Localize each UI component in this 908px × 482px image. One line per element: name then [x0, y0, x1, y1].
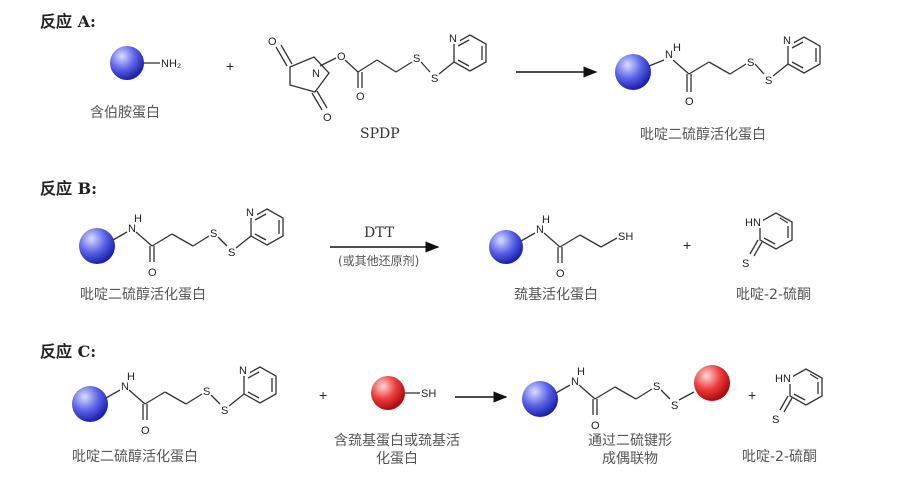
atom-hn: HN: [775, 373, 791, 385]
atom-s: S: [742, 258, 749, 270]
protein-sphere-blue: [72, 386, 108, 422]
protein-sphere-red: [371, 376, 405, 410]
product-a-structure: N H O S S N: [615, 33, 821, 108]
atom-h: H: [127, 371, 135, 383]
atom-hn: HN: [745, 217, 761, 229]
atom-n: N: [246, 207, 254, 219]
atom-s: S: [765, 75, 772, 87]
reactant-c1-structure: N H O S S N: [72, 363, 277, 437]
atom-s: S: [221, 405, 228, 417]
reaction-b: N H O S S N N H: [79, 205, 793, 280]
protein-sphere-blue: [110, 46, 144, 80]
atom-h: H: [134, 213, 142, 225]
protein-sphere-blue: [615, 54, 651, 90]
atom-h: H: [577, 366, 585, 378]
label-conjugate-line2: 成偶联物: [602, 451, 658, 467]
atom-n: N: [783, 35, 791, 47]
atom-s: S: [653, 381, 660, 393]
reaction-a-header: 反应 A:: [40, 12, 96, 31]
conjugate-structure: N H O S S: [522, 365, 730, 432]
protein-sphere-blue: [522, 381, 558, 417]
atom-o: O: [337, 51, 346, 63]
atom-n: N: [121, 381, 129, 393]
atom-s: S: [772, 414, 779, 426]
label-conjugate-line1: 通过二硫键形: [588, 433, 672, 449]
atom-o: O: [685, 96, 694, 108]
label-byproduct-b: 吡啶-2-硫酮: [736, 287, 812, 303]
atom-h: H: [542, 214, 550, 226]
protein-sphere-red: [694, 365, 730, 401]
plus-sign: +: [748, 387, 756, 403]
atom-o: O: [556, 268, 565, 280]
atom-s: S: [747, 57, 754, 69]
pyridinethione-structure: HN S: [772, 368, 823, 426]
label-product-b: 巯基活化蛋白: [514, 287, 598, 303]
spdp-structure: O O N O O S S N: [268, 31, 487, 124]
product-b-structure: N H O SH: [489, 214, 633, 280]
label-dtt: DTT: [364, 225, 395, 241]
atom-n: N: [312, 68, 320, 80]
thiol-protein-structure: SH: [371, 376, 436, 410]
atom-o: O: [323, 112, 332, 124]
atom-s: S: [228, 247, 235, 259]
pyridinethione-structure: HN S: [742, 212, 793, 270]
label-reactant-c1: 吡啶二硫醇活化蛋白: [72, 449, 198, 465]
plus-sign: +: [226, 58, 234, 74]
atom-h: H: [673, 42, 681, 54]
protein-sphere-blue: [79, 228, 115, 264]
atom-o: O: [591, 420, 600, 432]
atom-o: O: [148, 267, 157, 279]
label-amine-protein: 含伯胺蛋白: [90, 105, 160, 121]
atom-s: S: [431, 73, 438, 85]
atom-nh2: NH₂: [161, 58, 181, 70]
label-reactant-c2-line1: 含巯基蛋白或巯基活: [334, 433, 460, 449]
reactant-b-structure: N H O S S N: [79, 205, 284, 279]
atom-o: O: [268, 36, 277, 48]
reaction-c: N H O S S N + SH: [72, 363, 823, 437]
reaction-c-header: 反应 C:: [40, 342, 97, 361]
label-reactant-b: 吡啶二硫醇活化蛋白: [80, 287, 206, 303]
atom-o: O: [356, 91, 365, 103]
label-product-a: 吡啶二硫醇活化蛋白: [640, 127, 766, 143]
atom-sh: SH: [421, 388, 436, 400]
atom-n: N: [449, 33, 457, 45]
protein-sphere-blue: [489, 230, 523, 264]
plus-sign: +: [319, 387, 327, 403]
atom-n: N: [665, 49, 673, 61]
atom-s: S: [413, 53, 420, 65]
label-spdp: SPDP: [360, 126, 400, 142]
plus-sign: +: [683, 237, 691, 253]
atom-n: N: [239, 365, 247, 377]
reaction-b-header: 反应 B:: [40, 179, 98, 198]
atom-n: N: [536, 224, 544, 236]
atom-n: N: [571, 376, 579, 388]
reaction-a: NH₂ + O O N O O S S: [110, 31, 821, 124]
atom-s: S: [203, 386, 210, 398]
label-reactant-c2-line2: 化蛋白: [376, 451, 418, 467]
atom-n: N: [128, 223, 136, 235]
atom-s: S: [210, 228, 217, 240]
label-reducing-agent: (或其他还原剂): [338, 254, 420, 268]
atom-s: S: [671, 400, 678, 412]
atom-o: O: [141, 425, 150, 437]
label-byproduct-c: 吡啶-2-硫酮: [742, 449, 818, 465]
atom-sh: SH: [618, 231, 633, 243]
